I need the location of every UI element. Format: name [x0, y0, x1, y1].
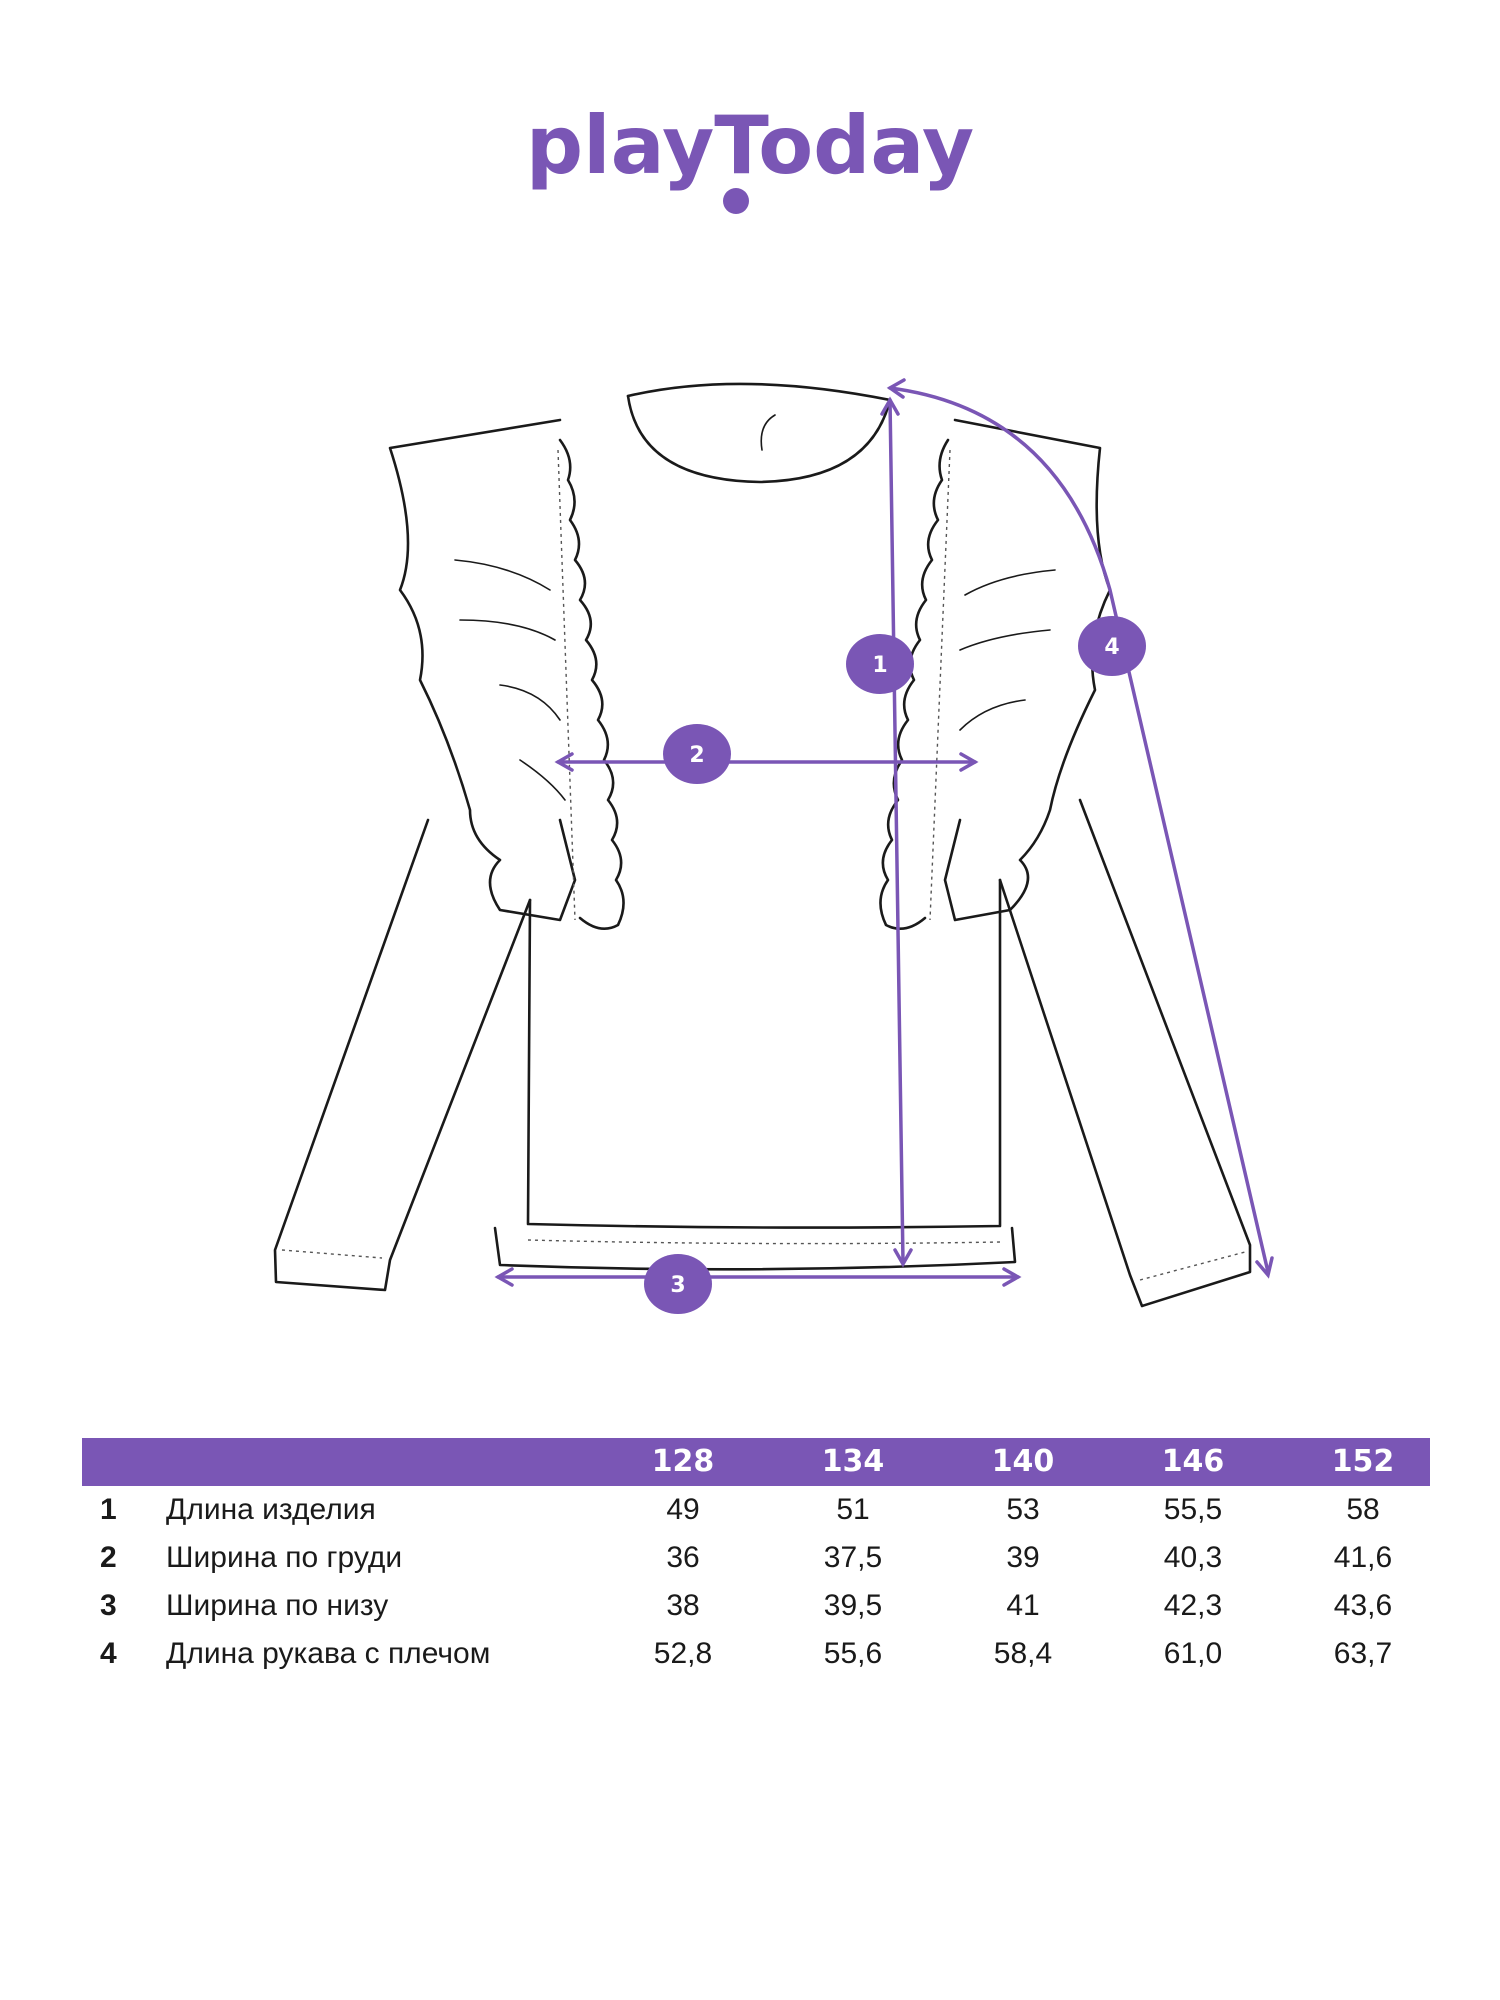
column-header: 146 [1161, 1444, 1225, 1479]
cell-value: 49 [666, 1493, 700, 1526]
neckline-front [626, 394, 892, 484]
logo-dot [723, 188, 749, 214]
badge-3: 3 [644, 1254, 712, 1314]
cell-value: 43,6 [1333, 1589, 1393, 1622]
svg-text:2: 2 [689, 743, 704, 768]
measure-sleeve-line [888, 386, 1270, 1274]
cell-value: 61,0 [1163, 1637, 1223, 1670]
column-header: 152 [1331, 1444, 1395, 1479]
cell-value: 38 [666, 1589, 700, 1622]
cell-value: 52,8 [653, 1637, 713, 1670]
cell-value: 41,6 [1333, 1541, 1393, 1574]
right-front-ruffle [879, 438, 950, 930]
table-row: 3 Ширина по низу 38 39,5 41 42,3 43,6 [82, 1582, 1430, 1630]
badge-1: 1 [846, 634, 914, 694]
badge-4: 4 [1078, 616, 1146, 676]
badge-2: 2 [663, 724, 731, 784]
left-shoulder-ruffle [388, 418, 577, 922]
cell-value: 39,5 [823, 1589, 883, 1622]
table-row: 1 Длина изделия 49 51 53 55,5 58 [82, 1486, 1430, 1534]
logo-text: playToday [526, 99, 974, 192]
brand-logo: playToday [526, 99, 974, 214]
svg-text:4: 4 [1104, 635, 1119, 660]
row-number: 2 [100, 1541, 117, 1574]
column-header: 134 [821, 1444, 885, 1479]
left-sleeve [273, 818, 532, 1292]
svg-text:3: 3 [670, 1273, 685, 1298]
cell-value: 63,7 [1333, 1637, 1393, 1670]
left-front-ruffle [558, 438, 625, 930]
cell-value: 40,3 [1163, 1541, 1223, 1574]
size-table: 128 134 140 146 152 1 Длина изделия 49 5… [82, 1438, 1430, 1678]
cell-value: 42,3 [1163, 1589, 1223, 1622]
cell-value: 53 [1006, 1493, 1040, 1526]
row-number: 1 [100, 1493, 117, 1526]
cell-value: 37,5 [823, 1541, 883, 1574]
cell-value: 51 [836, 1493, 870, 1526]
measure-length-line [888, 398, 905, 1264]
row-number: 3 [100, 1589, 117, 1622]
cell-value: 58,4 [993, 1637, 1053, 1670]
back-slit [760, 414, 776, 451]
cell-value: 39 [1006, 1541, 1040, 1574]
table-row: 2 Ширина по груди 36 37,5 39 40,3 41,6 [82, 1534, 1430, 1582]
cell-value: 41 [1006, 1589, 1040, 1622]
table-header: 128 134 140 146 152 [82, 1438, 1430, 1486]
svg-text:1: 1 [872, 653, 887, 678]
garment-sketch: 1 2 3 4 [273, 378, 1274, 1314]
hem [493, 1226, 1017, 1271]
row-number: 4 [100, 1637, 117, 1670]
right-shoulder-ruffle [943, 418, 1112, 922]
right-sleeve [998, 798, 1252, 1308]
cell-value: 55,5 [1163, 1493, 1223, 1526]
column-header: 128 [651, 1444, 715, 1479]
cell-value: 55,6 [823, 1637, 883, 1670]
row-label: Длина рукава с плечом [166, 1637, 491, 1670]
row-label: Длина изделия [166, 1493, 376, 1526]
column-header: 140 [991, 1444, 1055, 1479]
row-label: Ширина по низу [166, 1589, 389, 1622]
cell-value: 58 [1346, 1493, 1380, 1526]
row-label: Ширина по груди [166, 1541, 403, 1574]
body [526, 878, 1002, 1229]
table-row: 4 Длина рукава с плечом 52,8 55,6 58,4 6… [82, 1630, 1430, 1678]
cell-value: 36 [666, 1541, 700, 1574]
neckline [626, 382, 892, 402]
